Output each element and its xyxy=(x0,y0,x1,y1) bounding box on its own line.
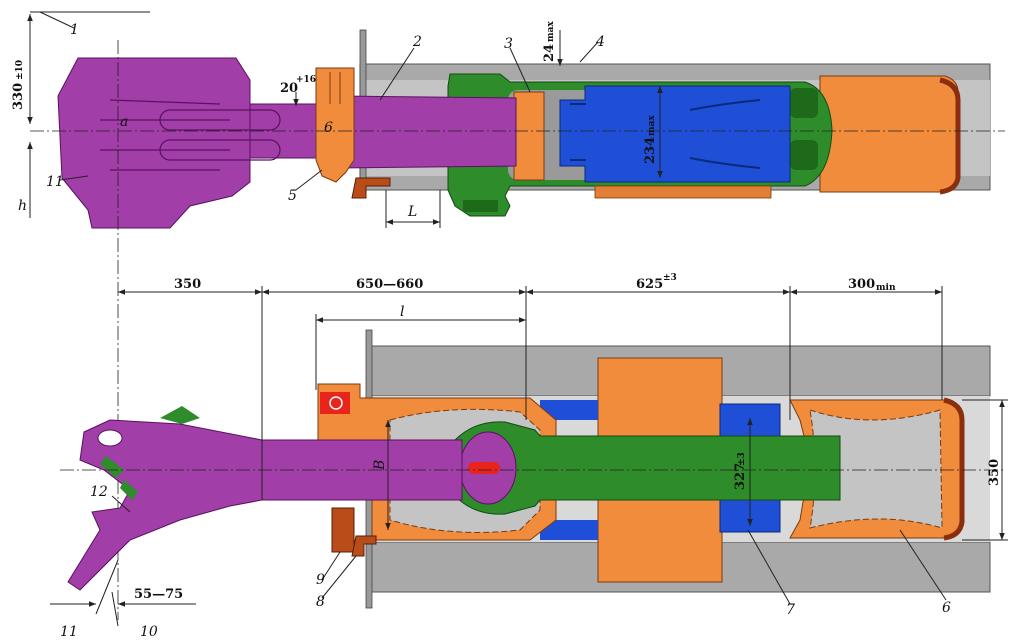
draft-gear-top xyxy=(559,85,791,183)
callout-8: 8 xyxy=(316,594,325,610)
dim-h: h xyxy=(18,198,27,214)
callout-6-bottom: 6 xyxy=(942,600,951,616)
callout-9: 9 xyxy=(316,572,325,588)
dim-625: 625 xyxy=(636,277,663,292)
dim-234-sub: max xyxy=(647,115,657,136)
dim-330-tol: ±10 xyxy=(15,60,25,80)
dim-350-left: 350 xyxy=(174,277,201,292)
dim-24-sub: max xyxy=(546,21,556,42)
striker-top xyxy=(315,67,355,183)
dim-300: 300 xyxy=(848,277,875,292)
dim-625-tol: ±3 xyxy=(663,273,677,283)
callout-2: 2 xyxy=(412,34,422,50)
rear-stop-top xyxy=(819,75,959,193)
callout-6-top: 6 xyxy=(324,120,333,136)
dim-l: l xyxy=(400,304,404,320)
dim-650-660: 650—660 xyxy=(356,277,423,292)
dim-234: 234 xyxy=(643,137,658,164)
dim-327: 327 xyxy=(733,463,748,490)
coupler-head-bottom xyxy=(67,419,263,591)
callout-7: 7 xyxy=(786,602,795,618)
callout-5: 5 xyxy=(288,188,297,204)
callout-10: 10 xyxy=(140,624,158,640)
dim-327-tol: ±3 xyxy=(737,452,747,466)
yoke-bottom xyxy=(454,421,841,515)
dim-L: L xyxy=(407,204,417,220)
top-view xyxy=(27,11,1005,620)
callout-12: 12 xyxy=(90,484,108,500)
carrier-top xyxy=(351,177,391,199)
dim-20-tol: +16 xyxy=(296,75,316,85)
dim-B: B xyxy=(372,460,388,471)
dim-350-right: 350 xyxy=(987,459,1002,486)
callout-4: 4 xyxy=(595,34,605,50)
callout-3: 3 xyxy=(504,36,513,52)
dim-300-sub: min xyxy=(876,283,896,293)
callout-11-top: 11 xyxy=(46,174,64,190)
label-a: a xyxy=(120,114,128,130)
coupler-head-top xyxy=(57,57,251,229)
dim-20: 20 xyxy=(280,81,298,96)
bottom-view xyxy=(50,286,1008,627)
dim-330: 330 xyxy=(11,83,26,110)
dim-24: 24 xyxy=(542,44,557,62)
front-follower-top xyxy=(513,91,545,181)
callout-11-bottom: 11 xyxy=(60,624,78,640)
callout-1: 1 xyxy=(70,22,79,38)
dim-55-75: 55—75 xyxy=(134,587,183,602)
coupler-shank-top xyxy=(249,95,517,169)
